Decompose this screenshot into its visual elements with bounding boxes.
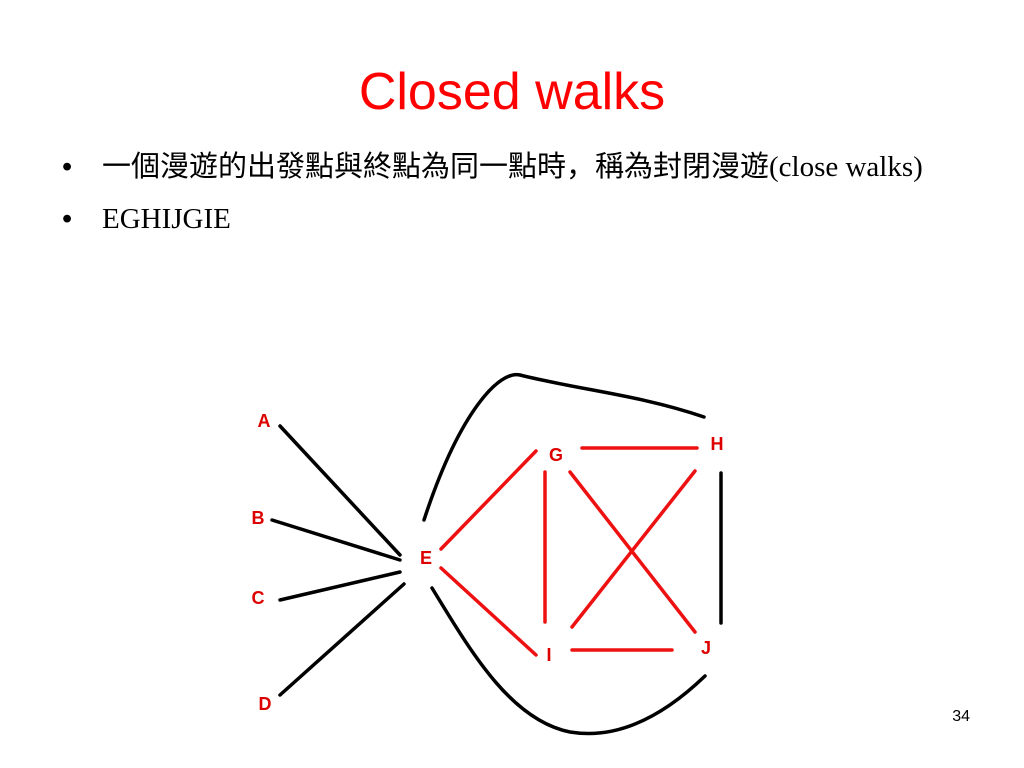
node-label-g: G (549, 445, 563, 465)
edge-e-i (439, 566, 538, 657)
node-label-i: I (546, 645, 551, 665)
edge-e-j (430, 586, 707, 736)
bullet-dot-icon: • (62, 203, 73, 235)
bullet-text: EGHIJGIE (102, 203, 231, 235)
edge-e-h (422, 372, 706, 522)
page-number: 34 (952, 708, 970, 725)
edge-e-g (439, 449, 538, 551)
edge-d-e (278, 582, 406, 697)
node-label-j: J (701, 638, 711, 658)
node-label-a: A (258, 411, 271, 431)
bullet-dot-icon: • (62, 151, 73, 183)
slide-title: Closed walks (358, 63, 666, 121)
node-label-h: H (711, 434, 724, 454)
bullet-text: 一個漫遊的出發點與終點為同一點時，稱為封閉漫遊(close walks) (102, 151, 923, 183)
bullet-item-example: • EGHIJGIE (58, 200, 958, 238)
node-label-e: E (420, 548, 432, 568)
bullet-item-definition: • 一個漫遊的出發點與終點為同一點時，稱為封閉漫遊(close walks) (58, 148, 958, 186)
node-label-b: B (252, 508, 265, 528)
edge-h-i (570, 469, 697, 629)
edge-b-e (270, 518, 402, 562)
edge-c-e (278, 570, 402, 602)
node-label-c: C (252, 588, 265, 608)
edge-a-e (278, 424, 402, 557)
node-label-d: D (259, 694, 272, 714)
bullet-list: • 一個漫遊的出發點與終點為同一點時，稱為封閉漫遊(close walks) •… (58, 148, 958, 252)
